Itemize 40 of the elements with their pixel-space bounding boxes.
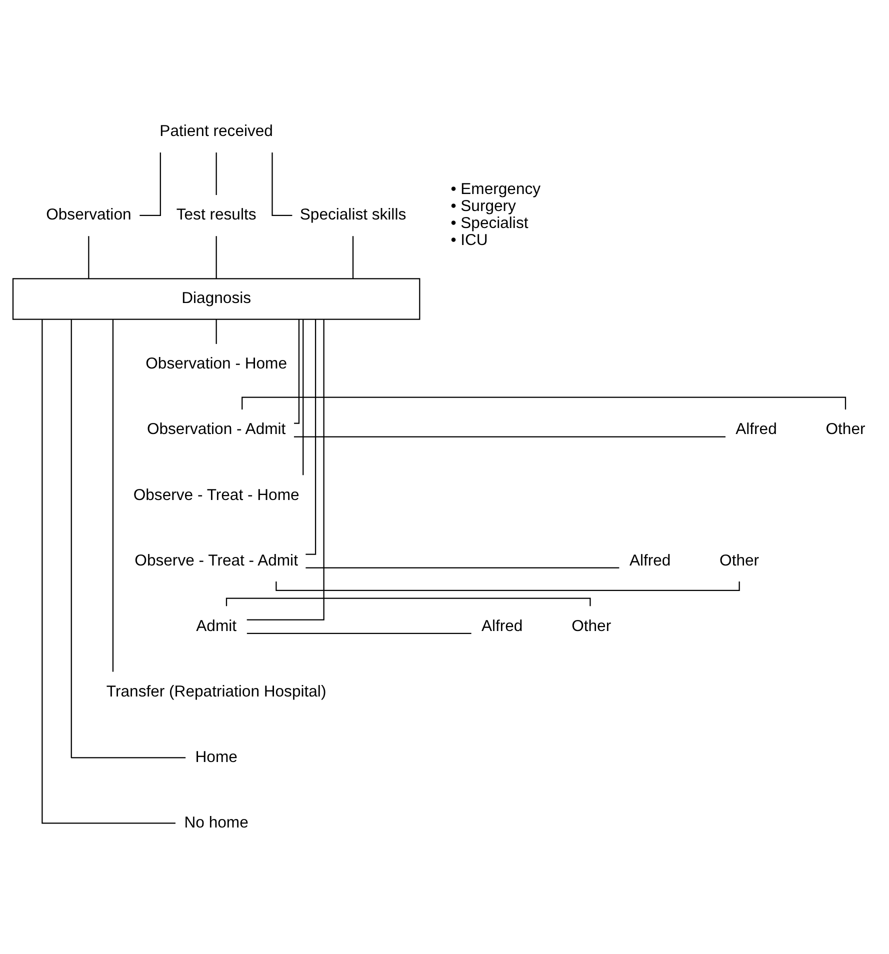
node-text: Alfred (481, 617, 523, 634)
node-text: Alfred (629, 552, 671, 569)
node-box: Diagnosis (12, 278, 420, 320)
node-text: Other (720, 552, 760, 569)
connector (352, 236, 354, 278)
connector (70, 319, 186, 758)
node-text: Alfred (736, 420, 777, 438)
node-text: Patient received (160, 122, 273, 140)
connector (140, 152, 161, 216)
node-text: Observe - Treat - Admit (134, 552, 298, 569)
connector (216, 152, 217, 195)
node-text: Test results (176, 206, 256, 224)
node-text: Observation - Home (146, 355, 288, 372)
node-label: • Specialist (450, 214, 528, 232)
node-text: Other (826, 420, 866, 438)
connector (294, 319, 300, 424)
connector (246, 632, 472, 634)
node-text: No home (184, 814, 248, 831)
node-label: • Emergency (450, 180, 541, 198)
node-text: Admit (196, 617, 237, 634)
node-text: Transfer (Repatriation Hospital) (106, 682, 326, 700)
connector (272, 152, 292, 216)
connector (42, 319, 176, 824)
connector (306, 318, 316, 554)
node-text: Observe - Treat - Home (133, 486, 300, 504)
node-text: Other (572, 617, 612, 634)
connector (306, 566, 620, 568)
connector (88, 236, 90, 278)
node-text: Specialist skills (300, 206, 406, 224)
node-label: • ICU (450, 232, 488, 249)
connector (302, 319, 304, 475)
node-text: Observation - Admit (146, 420, 286, 438)
connector (216, 318, 217, 344)
connector (112, 319, 114, 672)
node-text: Home (195, 748, 238, 766)
connector (216, 236, 217, 278)
connector (246, 319, 324, 620)
node-label: • Surgery (450, 198, 516, 215)
connector (294, 436, 726, 437)
node-text: Observation (46, 206, 132, 224)
